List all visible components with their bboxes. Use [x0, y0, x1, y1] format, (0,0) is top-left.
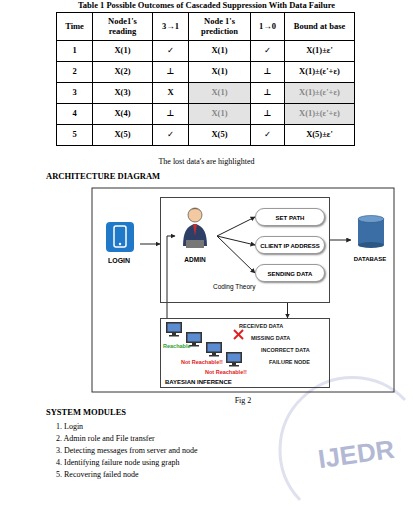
table-cell: ✓ — [152, 124, 189, 146]
table-cell: X(4) — [92, 103, 153, 125]
connector-arrow — [330, 240, 351, 241]
table-cell: ✓ — [250, 124, 285, 146]
watermark: IJEDR — [316, 435, 396, 475]
pill-button: SET PATH — [255, 208, 325, 226]
bayesian-inference-box: BAYESIAN INFERENCE RECEIVED DATA MISSING D… — [160, 318, 330, 388]
table-header-cell: Node1's reading — [92, 12, 153, 41]
table-cell: ✓ — [152, 40, 189, 62]
table-cell: X(5)±ε' — [284, 124, 355, 146]
pill-button: SENDING DATA — [255, 264, 325, 282]
data-state-label: RECEIVED DATA — [239, 323, 283, 329]
admin-user: ADMIN — [175, 206, 217, 266]
table-cell: X(1)±(ε'+ε) — [284, 103, 355, 125]
table-cell: X(2) — [92, 61, 153, 83]
reachability-label: Reachable — [163, 343, 191, 349]
table-cell: 2 — [56, 61, 93, 83]
table-cell: 4 — [56, 103, 93, 125]
connector-arrow — [287, 303, 288, 318]
pill-button: CLIENT IP ADDRESS — [255, 236, 325, 254]
connector-arrow — [217, 217, 255, 236]
admin-panel-box: Coding Theory ADMIN SET PATH CLIENT IP ADDR… — [160, 197, 330, 303]
table-cell: 3 — [56, 82, 93, 104]
admin-person-icon — [183, 208, 207, 248]
table-header-cell: 1→0 — [250, 12, 285, 41]
table-cell: 5 — [56, 124, 93, 146]
table-header-cell: Node 1's prediction — [188, 12, 251, 41]
table-header-cell: Bound at base — [284, 12, 355, 41]
figure-frame — [92, 188, 394, 392]
section-heading: ARCHITECTURE DIAGRAM — [46, 172, 160, 182]
node-label: DATABASE — [354, 256, 386, 262]
login-icon — [106, 222, 134, 252]
data-state-label: FAILURE NODE — [269, 359, 310, 365]
table-cell: X(5) — [92, 124, 153, 146]
table-cell: X(5) — [188, 124, 251, 146]
table-cell: ✓ — [250, 40, 285, 62]
table-cell: X(1)±(ε'+ε) — [284, 61, 355, 83]
table-cell: X(1)±(ε'+ε) — [284, 82, 355, 104]
node-label: ADMIN — [184, 257, 205, 264]
database-node: DATABASE — [351, 214, 391, 266]
connector-arrow — [217, 236, 255, 273]
missing-data-cross — [234, 330, 243, 339]
list-item: 3. Detecting messages from server and no… — [56, 446, 198, 455]
section-heading: SYSTEM MODULES — [46, 408, 126, 418]
database-cylinder — [358, 216, 384, 249]
login-icon-node: LOGIN — [100, 222, 140, 266]
table-cell: ⊥ — [250, 103, 285, 125]
table-cell: X(1) — [188, 82, 251, 104]
table-cell: X(1) — [188, 61, 251, 83]
node-label: BAYESIAN INFERENCE — [165, 379, 232, 385]
table-cell: X(3) — [92, 82, 153, 104]
data-state-label: MISSING DATA — [251, 335, 290, 341]
reachability-label: Not Reachable!! — [205, 369, 247, 375]
table-cell: ⊥ — [152, 61, 189, 83]
list-item: 4. Identifying failure node using graph — [56, 458, 180, 467]
data-state-label: INCORRECT DATA — [261, 347, 310, 353]
connector-arrow — [167, 236, 175, 318]
table-cell: X(1) — [188, 103, 251, 125]
figure-caption: Fig 2 — [235, 396, 252, 405]
node-label: SET PATH — [276, 215, 305, 221]
node-label: CLIENT IP ADDRESS — [260, 243, 320, 249]
table-cell: X(1) — [92, 40, 153, 62]
node-label: LOGIN — [108, 257, 130, 264]
table-header-cell: Time — [56, 12, 93, 41]
table-cell: X(1) — [188, 40, 251, 62]
table-cell: X(1)±ε' — [284, 40, 355, 62]
node-label: Coding Theory — [213, 284, 256, 291]
table-cell: ⊥ — [250, 82, 285, 104]
node-label: SENDING DATA — [268, 271, 313, 277]
list-item: 2. Admin role and File transfer — [56, 434, 155, 443]
table-cell: 1 — [56, 40, 93, 62]
watermark-arc — [280, 378, 405, 501]
connector-arrow — [217, 236, 255, 245]
table-cell: ⊥ — [152, 103, 189, 125]
table-header-cell: 3→1 — [152, 12, 189, 41]
table-title: Table 1 Possible Outcomes of Cascaded Su… — [78, 1, 335, 11]
list-item: 1. Login — [56, 422, 83, 431]
table-cell: ⊥ — [250, 61, 285, 83]
connector-arrow — [140, 244, 160, 245]
table-note: The lost data's are highlighted — [158, 157, 254, 166]
reachability-label: Not Reachable!! — [181, 359, 223, 365]
list-item: 5. Recovering failed node — [56, 470, 139, 479]
table-cell: X — [152, 82, 189, 104]
